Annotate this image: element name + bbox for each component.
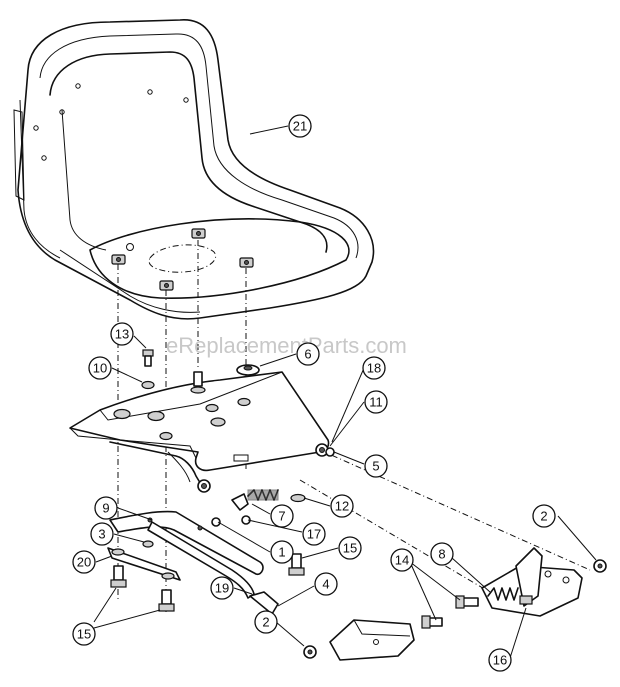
adjuster-rail-16: [481, 547, 583, 617]
callout-15-lower: 15: [72, 622, 96, 646]
hardware-stud: [190, 371, 206, 394]
callout-7: 7: [270, 504, 294, 528]
hardware-washer-10: [141, 380, 155, 390]
callout-19: 19: [210, 576, 234, 600]
svg-text:11: 11: [369, 395, 383, 410]
callout-4: 4: [314, 572, 338, 596]
svg-text:19: 19: [215, 581, 229, 596]
bolt-15-mid: [158, 589, 175, 612]
nut-2-right: [593, 559, 607, 573]
svg-text:4: 4: [322, 577, 329, 592]
svg-text:14: 14: [395, 553, 409, 568]
bracket-20: [107, 547, 181, 581]
svg-text:1: 1: [278, 545, 285, 560]
svg-text:12: 12: [335, 499, 349, 514]
svg-text:16: 16: [493, 653, 507, 668]
svg-text:8: 8: [438, 547, 445, 562]
seat-weld-nut-1: [191, 228, 206, 239]
spring-7: [247, 489, 279, 501]
leader-lines: [93, 125, 597, 659]
lower-plate: [329, 619, 415, 661]
seat-weld-nut-3: [239, 257, 254, 268]
callout-13: 13: [110, 322, 134, 346]
bolt-14: [421, 595, 479, 629]
washer-3: [142, 540, 154, 548]
watermark: eReplacementParts.com: [166, 333, 407, 358]
callout-17: 17: [302, 522, 326, 546]
svg-text:2: 2: [262, 615, 269, 630]
svg-text:3: 3: [98, 527, 105, 542]
callout-2-lower: 2: [254, 610, 278, 634]
svg-text:21: 21: [293, 119, 307, 134]
callout-18: 18: [362, 356, 386, 380]
svg-text:7: 7: [278, 509, 285, 524]
rail-19: [147, 521, 255, 599]
callout-2-right: 2: [532, 504, 556, 528]
svg-text:13: 13: [115, 327, 129, 342]
seat-weld-nut-2: [111, 254, 126, 265]
callout-8: 8: [430, 542, 454, 566]
callout-20: 20: [72, 550, 96, 574]
callout-12: 12: [330, 494, 354, 518]
seat-weld-nut-4: [159, 280, 174, 291]
callout-21: 21: [288, 114, 312, 138]
lever-4: [249, 591, 279, 615]
callout-10: 10: [88, 356, 112, 380]
callout-11: 11: [364, 390, 388, 414]
svg-text:9: 9: [102, 501, 109, 516]
svg-text:5: 5: [372, 459, 379, 474]
svg-text:15: 15: [77, 627, 91, 642]
svg-text:6: 6: [304, 347, 311, 362]
svg-text:18: 18: [367, 361, 381, 376]
clip-17: [211, 493, 251, 527]
callout-9: 9: [94, 496, 118, 520]
bolt-15-right: [288, 553, 305, 576]
callout-3: 3: [90, 522, 114, 546]
callout-1: 1: [270, 540, 294, 564]
svg-text:2: 2: [540, 509, 547, 524]
svg-text:17: 17: [307, 527, 321, 542]
hardware-bumper-6: [236, 364, 260, 376]
nut-2-lower: [303, 645, 317, 659]
washer-12: [290, 493, 306, 503]
callout-5: 5: [364, 454, 388, 478]
lower-link-9: [109, 510, 264, 576]
svg-text:10: 10: [93, 361, 107, 376]
seat-pan-bracket: [69, 371, 335, 493]
callout-15-right: 15: [338, 536, 362, 560]
bolt-15-left: [110, 565, 127, 588]
callout-6: 6: [296, 342, 320, 366]
seat-shell: [13, 19, 375, 320]
callout-16: 16: [488, 648, 512, 672]
svg-text:20: 20: [77, 555, 91, 570]
callout-14: 14: [390, 548, 414, 572]
spring-8: [487, 587, 519, 601]
svg-text:15: 15: [343, 541, 357, 556]
hardware-bolt-13: [142, 349, 154, 367]
